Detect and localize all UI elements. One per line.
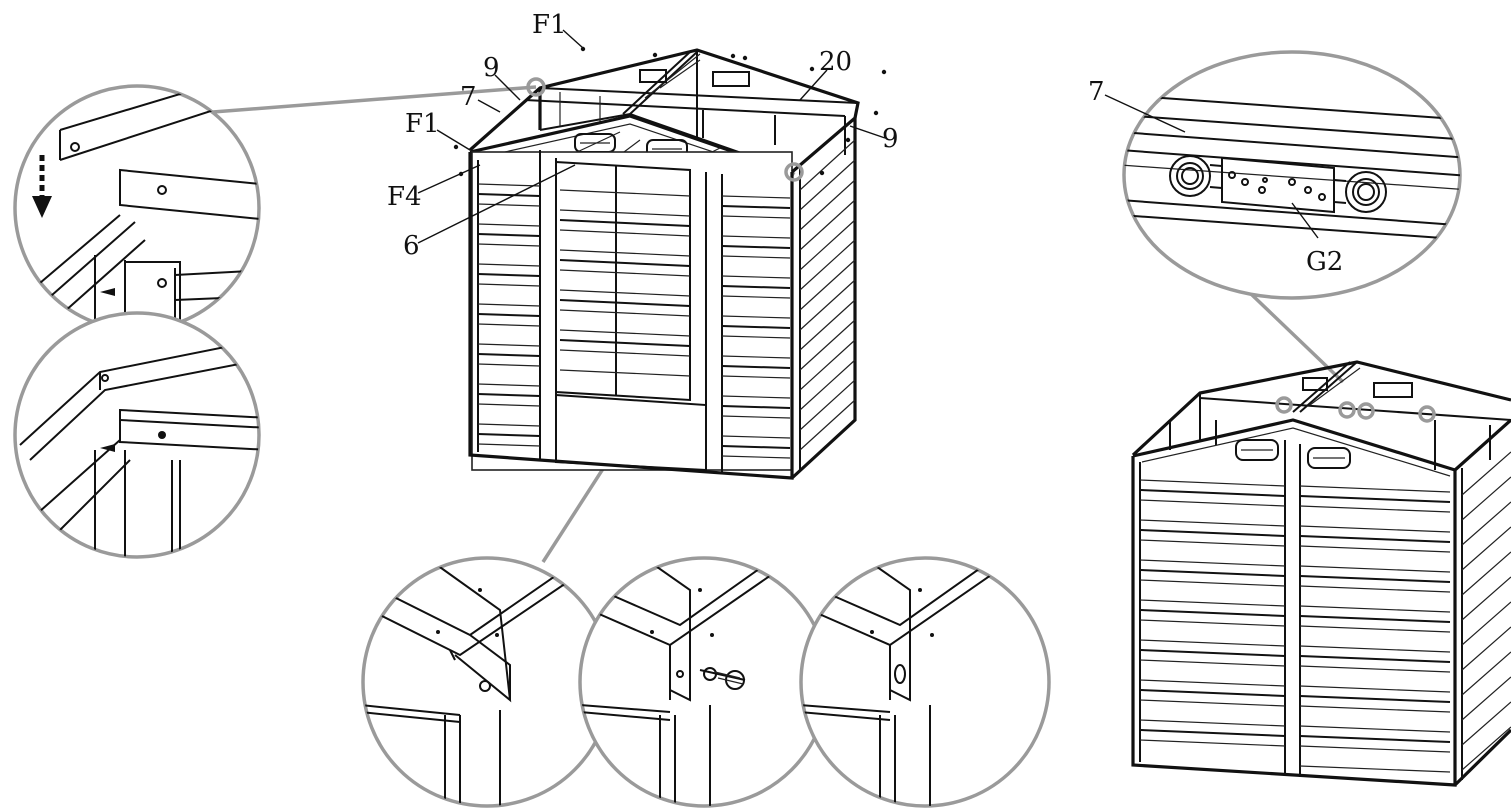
label-f4: F4 [387,182,422,212]
detail-circle-bottom-1 [361,556,613,808]
label-f1-left: F1 [405,109,440,139]
main-shed [417,29,887,480]
right-shed [1131,360,1511,787]
label-7-right: 7 [1088,77,1105,107]
detail-circle-bottom-3 [799,556,1051,808]
label-6: 6 [403,231,420,261]
label-f1-top: F1 [532,10,567,40]
label-g2: G2 [1306,247,1343,277]
detail-circle-left-bottom [13,311,261,559]
detail-circle-bottom-2 [578,556,830,808]
label-9-right: 9 [882,124,899,154]
label-7-left: 7 [460,82,477,112]
label-20: 20 [819,47,852,77]
label-9-left: 9 [483,53,500,83]
detail-circle-top-right [1104,50,1462,300]
